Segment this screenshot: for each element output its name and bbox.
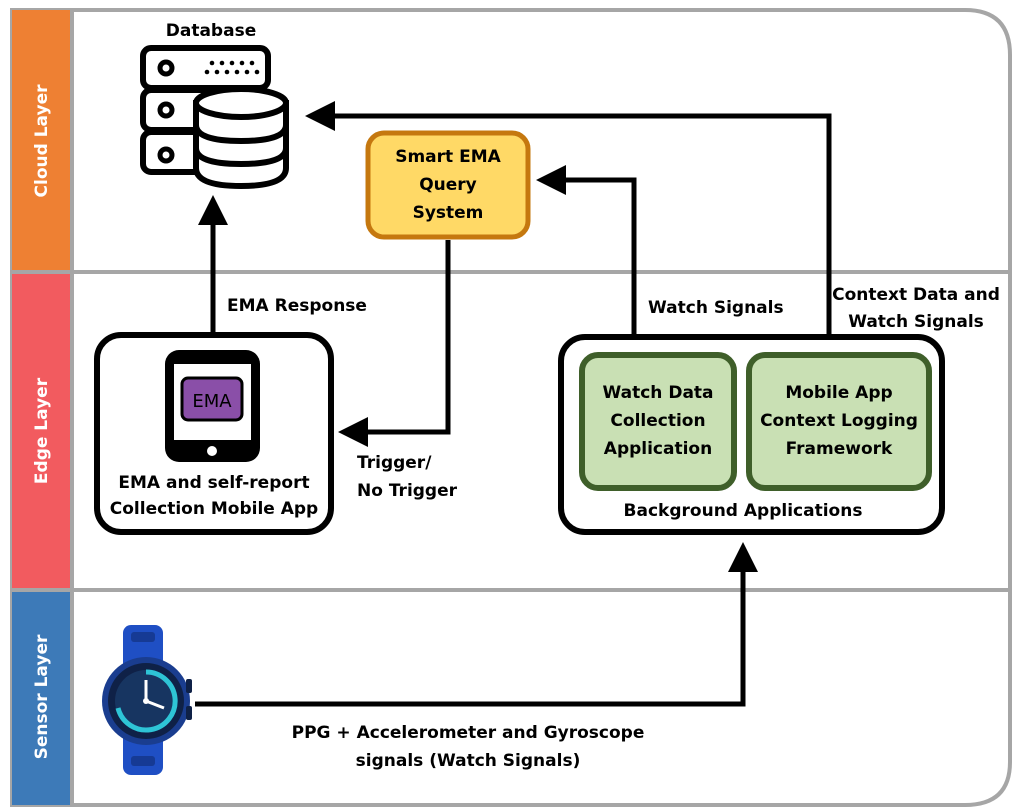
cloud-layer-band: [12, 10, 70, 272]
edge-layer-label: Edge Layer: [32, 377, 52, 484]
arrow-context-data: [305, 101, 832, 335]
smart-ema-label-3: System: [413, 203, 484, 223]
smartphone-icon: [165, 350, 260, 462]
sensor-layer-band: [12, 590, 70, 805]
context-data-label-1: Context Data and: [832, 285, 1000, 305]
cloud-layer-label: Cloud Layer: [32, 84, 52, 198]
context-app-label-2: Context Logging: [760, 411, 918, 431]
arrow-trigger: [338, 240, 451, 447]
mobile-app-label-2: Collection Mobile App: [110, 499, 318, 519]
smart-ema-label-2: Query: [419, 175, 477, 195]
connectors: [195, 101, 832, 707]
watch-app-label-1: Watch Data: [602, 383, 713, 403]
context-data-label-2: Watch Signals: [848, 312, 984, 332]
context-app-label-1: Mobile App: [785, 383, 892, 403]
background-apps-label: Background Applications: [624, 501, 863, 521]
arrow-watch-signals: [536, 165, 637, 335]
watch-app-box: [579, 352, 737, 491]
watch-app-label-3: Application: [604, 439, 712, 459]
trigger-label-1: Trigger/: [357, 453, 432, 473]
smart-ema-box: [365, 130, 531, 240]
context-app-box: [746, 352, 932, 491]
outer-frame: [10, 8, 1012, 807]
ema-badge: [180, 376, 244, 422]
ema-badge-label: EMA: [192, 391, 232, 412]
edge-layer-band: [12, 272, 70, 590]
sensor-layer-label: Sensor Layer: [32, 634, 52, 759]
trigger-label-2: No Trigger: [357, 481, 458, 501]
context-app-label-3: Framework: [786, 439, 893, 459]
watch-app-label-2: Collection: [610, 411, 705, 431]
arrow-sensor-signals: [195, 542, 758, 707]
database-icon: [140, 45, 289, 190]
ema-response-label: EMA Response: [227, 296, 367, 316]
mobile-app-label-1: EMA and self-report: [118, 473, 309, 493]
watch-signals-label: Watch Signals: [648, 298, 784, 318]
sensor-signals-label-1: PPG + Accelerometer and Gyroscope: [292, 723, 645, 743]
smartwatch-icon: [102, 625, 192, 775]
sensor-signals-label-2: signals (Watch Signals): [356, 751, 581, 771]
smart-ema-label-1: Smart EMA: [395, 147, 501, 167]
database-label: Database: [166, 21, 256, 41]
